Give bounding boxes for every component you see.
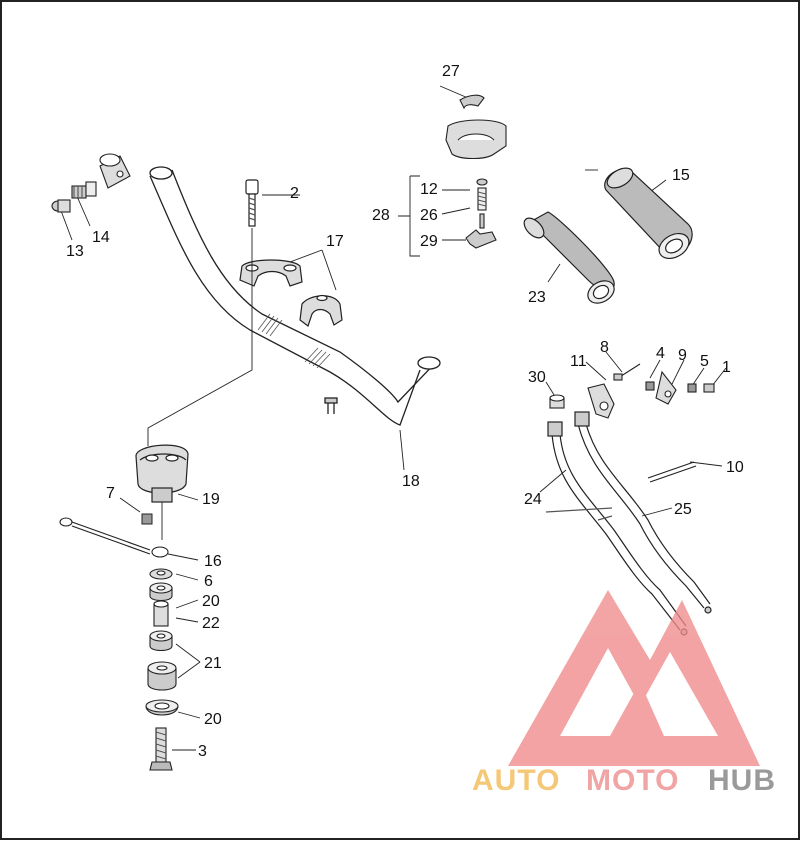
callout-30: 30 (528, 369, 546, 386)
throttle-grip-part-23 (523, 211, 615, 304)
callout-11: 11 (570, 353, 587, 370)
handlebar (149, 166, 441, 426)
ferrule-part-30 (549, 394, 565, 409)
callout-15: 15 (672, 167, 690, 184)
callout-7: 7 (106, 485, 115, 502)
callout-18: 18 (402, 473, 420, 490)
callout-4: 4 (656, 345, 665, 362)
watermark-logo (508, 590, 760, 766)
callout-8: 8 (600, 339, 609, 356)
grip-part-15 (604, 167, 693, 260)
clamp-part-17 (239, 259, 343, 327)
bushing-part-21 (147, 630, 177, 691)
riser-part-19 (135, 444, 189, 503)
callout-20-lower: 20 (204, 711, 222, 728)
bushing-part-20-upper (149, 582, 173, 602)
spring-detent-part-12-26-29 (465, 178, 497, 249)
callout-17: 17 (326, 233, 344, 250)
callout-26: 26 (420, 207, 438, 224)
ground-strap-part-16 (59, 517, 169, 558)
callout-29: 29 (420, 233, 438, 250)
nut-part-7 (141, 513, 153, 525)
idle-cable-part-25 (574, 411, 712, 614)
leader-lines (59, 85, 727, 751)
callout-23: 23 (528, 289, 546, 306)
callout-9: 9 (678, 347, 687, 364)
watermark-text: AUTO MOTO HUB (472, 764, 776, 797)
watermark-word-moto: MOTO (586, 764, 679, 797)
callout-19: 19 (202, 491, 220, 508)
throttle-cable-part-24 (545, 421, 688, 636)
callout-24: 24 (524, 491, 542, 508)
callout-20-upper: 20 (202, 593, 220, 610)
watermark-word-auto: AUTO (472, 764, 560, 797)
callout-22: 22 (202, 615, 220, 632)
sleeve-part-22 (153, 600, 169, 627)
cable-strap-part-10 (647, 461, 697, 483)
callout-12: 12 (420, 181, 438, 198)
watermark-word-hub: HUB (708, 764, 776, 797)
callout-labels: 1 2 3 4 5 6 7 8 9 10 11 12 13 14 15 16 1… (66, 63, 744, 760)
callout-10: 10 (726, 459, 744, 476)
switch-housing (445, 119, 507, 160)
callout-27: 27 (442, 63, 460, 80)
bolt-part-2 (245, 179, 259, 227)
callout-13: 13 (66, 243, 84, 260)
cup-washer-part-20-lower (145, 699, 179, 716)
callout-21: 21 (204, 655, 222, 672)
callout-3: 3 (198, 743, 207, 760)
pad-part-27 (459, 94, 485, 110)
callout-16: 16 (204, 553, 222, 570)
callout-5: 5 (700, 353, 709, 370)
callout-14: 14 (92, 229, 110, 246)
washer-part-6 (149, 568, 173, 580)
bolt-part-3 (149, 727, 173, 771)
callout-25: 25 (674, 501, 692, 518)
callout-6: 6 (204, 573, 213, 590)
callout-1: 1 (722, 359, 731, 376)
cable-bracket-parts (587, 363, 715, 419)
callout-2: 2 (290, 185, 299, 202)
callout-28: 28 (372, 207, 390, 224)
set-screw-part-13-14 (51, 153, 131, 213)
